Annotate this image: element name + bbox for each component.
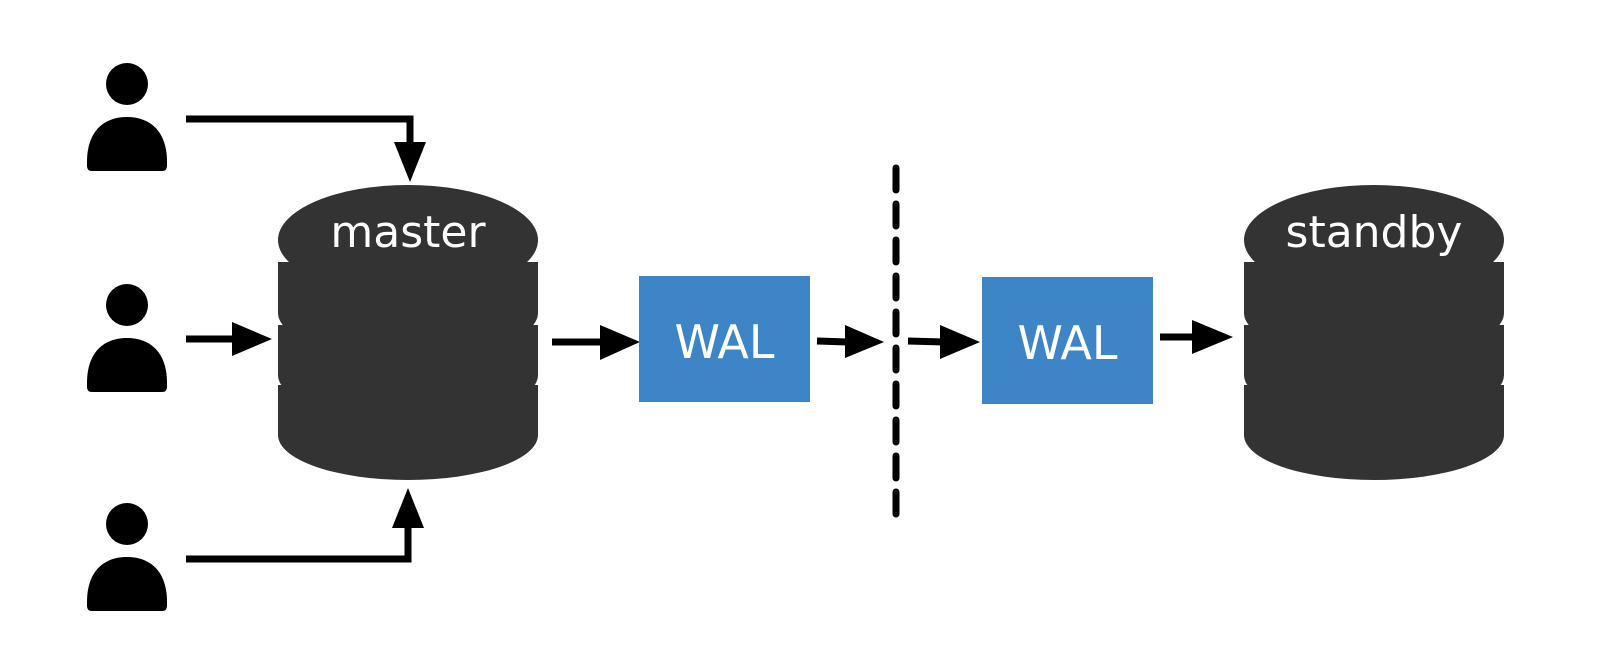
wal-primary-box: WAL xyxy=(639,276,810,402)
master-label: master xyxy=(330,207,486,258)
database-icon xyxy=(1244,185,1504,480)
wal-primary-label: WAL xyxy=(674,315,774,369)
database-icon xyxy=(278,185,538,480)
wal-standby-box: WAL xyxy=(982,277,1153,404)
arrow-master-to-wal xyxy=(552,325,640,360)
user-icon xyxy=(87,63,167,171)
wal-standby-label: WAL xyxy=(1017,316,1117,370)
user-icon xyxy=(87,503,167,611)
standby-database: standby xyxy=(1244,185,1504,480)
arrow-user-top-to-master xyxy=(186,115,426,182)
arrow-wal-to-network xyxy=(816,325,884,358)
arrow-user-bottom-to-master xyxy=(186,488,424,563)
master-database: master xyxy=(278,185,538,480)
arrow-user-middle-to-master xyxy=(186,322,272,356)
arrow-network-to-wal xyxy=(907,325,980,359)
user-icon xyxy=(87,284,167,392)
arrow-wal-to-standby xyxy=(1160,320,1233,354)
standby-label: standby xyxy=(1286,207,1463,258)
